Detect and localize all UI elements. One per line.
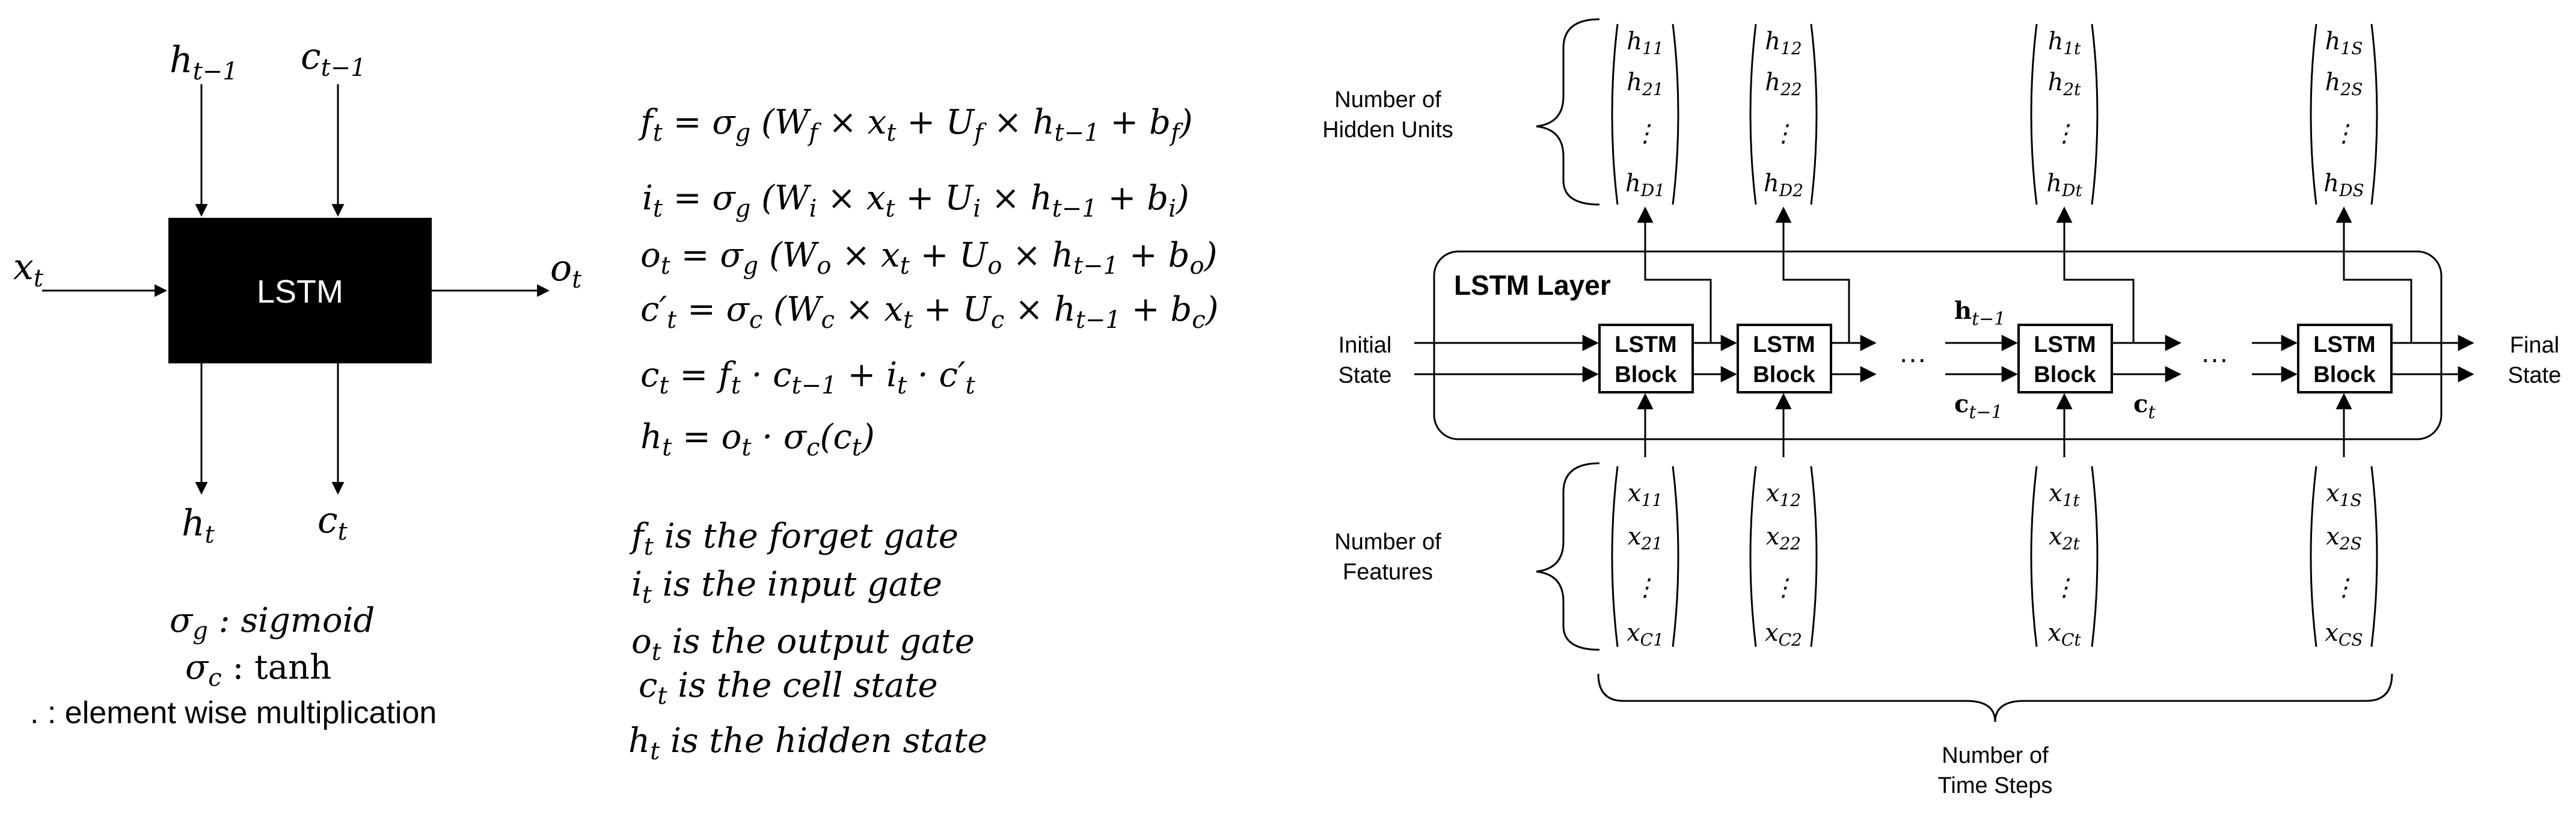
hidden-units-brace (1536, 18, 1600, 206)
block-s-label-line2: Block (2313, 362, 2376, 387)
feature-vector-t-mid: x2t (2049, 523, 2080, 553)
feature-vector-2: x12 x22 ⋮ xC2 (1749, 466, 1818, 650)
hidden-vector-1-bot: hD1 (1625, 170, 1665, 200)
feature-vector-s-top: x1S (2326, 479, 2362, 510)
feature-vector-1-dots: ⋮ (1633, 574, 1657, 602)
feature-vector-1: x11 x21 ⋮ xC1 (1611, 466, 1679, 650)
block-1-label-line2: Block (1615, 362, 1677, 387)
equation-input: it = σg (Wi × xt + Ui × ht−1 + bi) (642, 179, 1189, 223)
lstm-cell-box (168, 218, 432, 363)
lstm-layer-frame (1433, 250, 2443, 440)
block-2-label-line1: LSTM (1753, 332, 1815, 357)
feature-vector-2-mid: x22 (1766, 523, 1801, 553)
equation-cell-state: ct = ft · ct−1 + it · c′t (640, 356, 976, 399)
hidden-vector-s-top: h1S (2325, 28, 2363, 58)
equation-forget: ft = σg (Wf × xt + Uf × ht−1 + bf) (638, 103, 1193, 147)
feature-vector-1-top: x11 (1628, 479, 1663, 510)
c-t-state-label: ct (2133, 390, 2156, 423)
features-brace (1536, 462, 1600, 651)
feature-vector-2-dots: ⋮ (1771, 574, 1796, 602)
block-s-label-line1: LSTM (2313, 332, 2375, 357)
block-t-label-line1: LSTM (2034, 332, 2096, 357)
definition-hidden: ht is the hidden state (628, 721, 987, 765)
time-steps-brace (1597, 673, 2393, 723)
block-2-label-line2: Block (1753, 362, 1815, 387)
block-1-label-line1: LSTM (1615, 332, 1676, 357)
feature-vector-t-top: x1t (2049, 479, 2080, 510)
hidden-vector-s-bot: hDS (2323, 170, 2364, 200)
legend-elementwise: . : element wise multiplication (30, 695, 437, 730)
hidden-vector-t-mid: h2t (2048, 69, 2082, 99)
hidden-vector-2-dots: ⋮ (1771, 120, 1796, 147)
hidden-vector-2-top: h12 (1765, 28, 1802, 58)
feature-vector-s-mid: x2S (2326, 523, 2362, 553)
c-out-symbol: ct (317, 499, 348, 546)
equation-hidden: ht = ot · σc(ct) (640, 418, 875, 461)
hidden-vector-2: h12 h22 ⋮ hD2 (1749, 23, 1818, 205)
hidden-vector-t-dots: ⋮ (2052, 120, 2076, 147)
lstm-cell-label: LSTM (257, 274, 343, 310)
hidden-vector-t-top: h1t (2048, 28, 2082, 58)
hidden-vector-1-top: h11 (1627, 28, 1663, 58)
definition-output: ot is the output gate (631, 622, 975, 666)
lstm-block-t: LSTM Block (2017, 324, 2113, 393)
definition-forget: ft is the forget gate (629, 517, 958, 561)
legend-tanh: σc : tanh (185, 648, 331, 692)
lstm-cell-panel: LSTM ht−1 ct−1 xt ot ht ct σg : sigmoid … (13, 35, 582, 730)
hidden-vector-s: h1S h2S ⋮ hDS (2310, 23, 2378, 205)
h-prev-symbol: ht−1 (170, 39, 238, 85)
hidden-vector-s-dots: ⋮ (2332, 120, 2356, 147)
hidden-vector-t-bot: hDt (2046, 170, 2082, 200)
feature-vector-2-top: x12 (1766, 479, 1801, 510)
hidden-vector-2-bot: hD2 (1764, 170, 1803, 200)
hidden-vector-1-mid: h21 (1627, 69, 1663, 99)
feature-vector-t-bot: xCt (2047, 619, 2081, 650)
ellipsis-2: ··· (2201, 343, 2228, 374)
lstm-block-1: LSTM Block (1598, 324, 1694, 393)
hidden-route-t (2056, 206, 2135, 343)
hidden-vector-s-mid: h2S (2325, 69, 2363, 99)
lstm-block-s: LSTM Block (2297, 324, 2393, 393)
feature-vector-s: x1S x2S ⋮ xCS (2310, 466, 2378, 650)
hidden-route-s (2335, 206, 2412, 343)
hidden-vector-1-dots: ⋮ (1633, 120, 1657, 147)
equation-candidate: c′t = σc (Wc × xt + Uc × ht−1 + bc) (640, 290, 1219, 334)
hidden-vector-1: h11 h21 ⋮ hD1 (1611, 23, 1679, 205)
feature-vector-s-bot: xCS (2325, 619, 2363, 650)
x-symbol: xt (13, 246, 44, 292)
equations-panel: ft = σg (Wf × xt + Uf × ht−1 + bf) it = … (628, 103, 1219, 765)
feature-vector-1-bot: xC1 (1627, 619, 1664, 650)
c-prev-symbol: ct−1 (301, 35, 366, 82)
o-symbol: ot (550, 247, 582, 294)
ellipsis-1: ··· (1899, 343, 1927, 374)
equation-output: ot = σg (Wo × xt + Uo × ht−1 + bo) (640, 236, 1217, 280)
block-t-label-line2: Block (2034, 362, 2096, 387)
c-prev-state-label: ct−1 (1954, 390, 2003, 423)
h-prev-state-label: ht−1 (1954, 297, 2005, 330)
definition-input: it is the input gate (631, 565, 942, 609)
feature-vector-t: x1t x2t ⋮ xCt (2030, 466, 2099, 650)
hidden-vector-t: h1t h2t ⋮ hDt (2030, 23, 2099, 205)
feature-vector-2-bot: xC2 (1765, 619, 1802, 650)
feature-vector-s-dots: ⋮ (2332, 574, 2356, 602)
lstm-block-2: LSTM Block (1737, 324, 1832, 393)
h-out-symbol: ht (182, 502, 215, 549)
legend-sigmoid: σg : sigmoid (170, 601, 375, 645)
hidden-route-1 (1637, 206, 1712, 343)
hidden-vector-2-mid: h22 (1765, 69, 1802, 99)
definition-cell-state: ct is the cell state (639, 666, 938, 710)
hidden-route-2 (1775, 206, 1850, 343)
lstm-layer-title: LSTM Layer (1454, 270, 1611, 301)
feature-vector-t-dots: ⋮ (2052, 574, 2076, 602)
feature-vector-1-mid: x21 (1628, 523, 1663, 553)
